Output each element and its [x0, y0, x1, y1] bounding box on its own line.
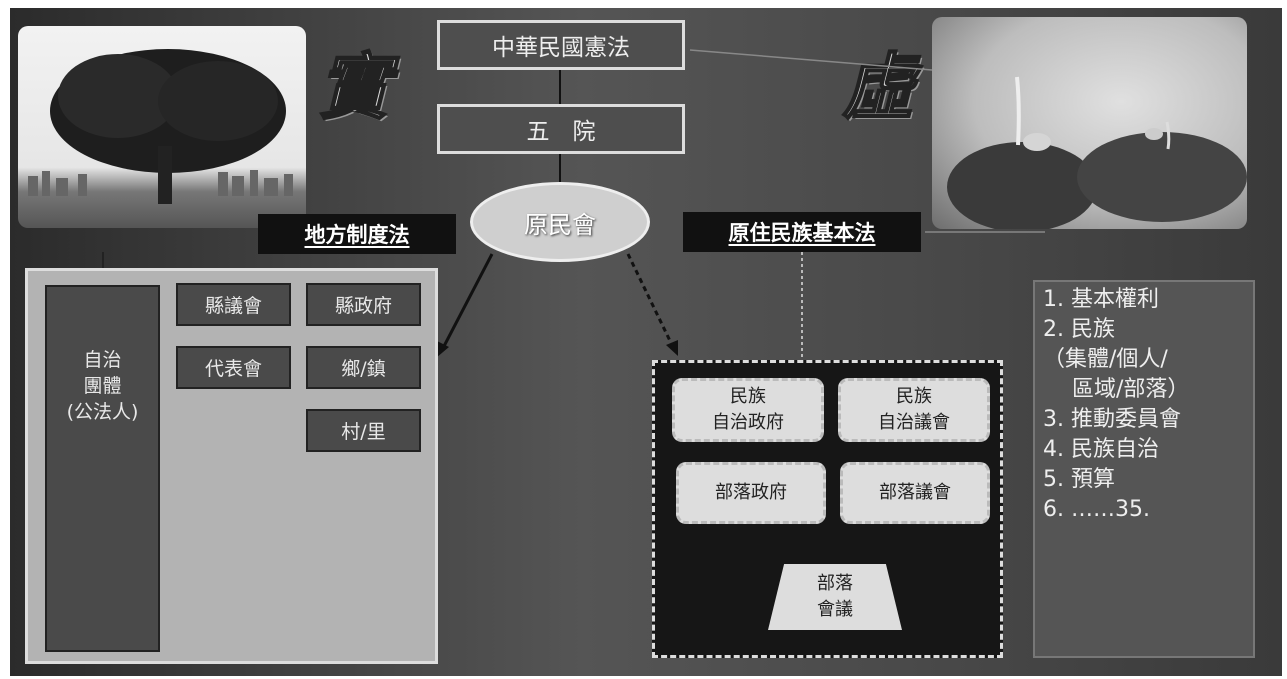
- tribal-council-box: 部落議會: [840, 462, 990, 524]
- self-governing-body-box: 自治 團體 (公法人): [45, 285, 160, 652]
- tribal-government-box: 部落政府: [676, 462, 826, 524]
- village-box: 村/里: [306, 409, 421, 452]
- township-box: 鄉/鎮: [306, 346, 421, 389]
- basic-law-items-panel: [1033, 280, 1255, 658]
- county-government-box: 縣政府: [306, 283, 421, 326]
- ethnic-autonomous-council-box: 民族 自治議會: [838, 378, 990, 442]
- representative-council-box: 代表會: [176, 346, 291, 389]
- constitution-box: 中華民國憲法: [437, 20, 685, 70]
- basic-law-item-2-detail-b: 區域/部落）: [1043, 377, 1190, 402]
- title-real: 實: [317, 43, 391, 130]
- indigenous-basic-law-label: 原住民族基本法: [683, 212, 921, 252]
- basic-law-item-2: 2. 民族: [1043, 317, 1115, 342]
- basic-law-item-1: 1. 基本權利: [1043, 287, 1159, 312]
- sprout-photo: [932, 17, 1247, 229]
- basic-law-item-4: 4. 民族自治: [1043, 437, 1159, 462]
- title-virtual: 虛: [841, 43, 915, 130]
- basic-law-item-5: 5. 預算: [1043, 467, 1115, 492]
- indigenous-council-ellipse: 原民會: [470, 182, 650, 262]
- ethnic-autonomous-government-box: 民族 自治政府: [672, 378, 824, 442]
- five-yuan-box: 五 院: [437, 104, 685, 154]
- basic-law-item-6: 6. ……35.: [1043, 497, 1150, 522]
- basic-law-item-2-detail-a: （集體/個人/: [1043, 347, 1168, 372]
- tree-photo: [18, 26, 306, 228]
- county-council-box: 縣議會: [176, 283, 291, 326]
- basic-law-item-3: 3. 推動委員會: [1043, 407, 1181, 432]
- tribal-meeting-box: 部落 會議: [768, 564, 902, 630]
- local-system-law-label: 地方制度法: [258, 214, 456, 254]
